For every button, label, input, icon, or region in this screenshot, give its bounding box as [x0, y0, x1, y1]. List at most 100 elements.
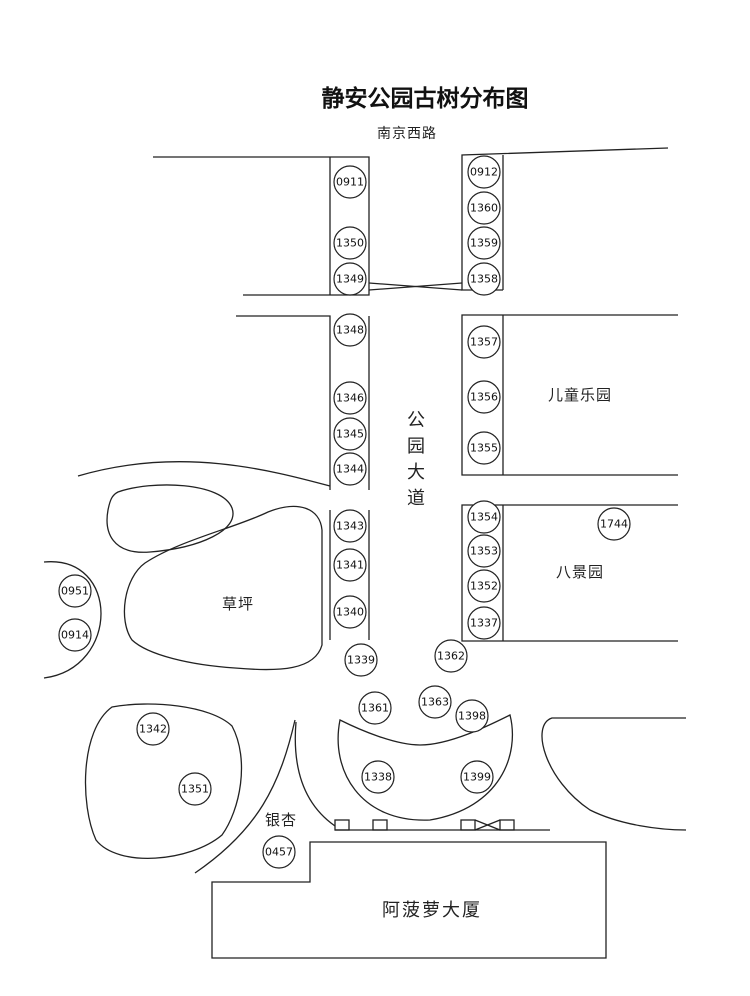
tree-1354[interactable]: 1354 — [467, 500, 501, 534]
gate-post-4 — [499, 819, 515, 831]
tree-1398[interactable]: 1398 — [455, 699, 489, 733]
gate-post-3 — [460, 819, 476, 831]
tree-1356-id: 1356 — [470, 391, 498, 404]
tree-1348[interactable]: 1348 — [333, 313, 367, 347]
tree-1344-id: 1344 — [336, 463, 364, 476]
eight-views-label: 八景园 — [556, 563, 604, 581]
tree-1353[interactable]: 1353 — [467, 534, 501, 568]
tree-1359[interactable]: 1359 — [467, 226, 501, 260]
tree-1339[interactable]: 1339 — [344, 643, 378, 677]
avenue-label-char-2: 园 — [407, 436, 425, 457]
tree-1398-id: 1398 — [458, 710, 486, 723]
path-southeast — [541, 717, 687, 831]
tree-1353-id: 1353 — [470, 545, 498, 558]
block-top-left — [153, 156, 370, 296]
tree-1349[interactable]: 1349 — [333, 262, 367, 296]
building-outline — [211, 841, 607, 959]
children-park-label: 儿童乐园 — [548, 386, 612, 404]
tree-1351[interactable]: 1351 — [178, 772, 212, 806]
tree-1350-id: 1350 — [336, 237, 364, 250]
ginkgo-label: 银杏 — [265, 811, 297, 829]
tree-1361-id: 1361 — [361, 702, 389, 715]
map-title: 静安公园古树分布图 — [322, 85, 529, 112]
tree-1357[interactable]: 1357 — [467, 325, 501, 359]
tree-1360-id: 1360 — [470, 202, 498, 215]
tree-1354-id: 1354 — [470, 511, 498, 524]
tree-1340-id: 1340 — [336, 606, 364, 619]
left-arc — [43, 561, 102, 679]
tree-1348-id: 1348 — [336, 324, 364, 337]
tree-1362-id: 1362 — [437, 650, 465, 663]
tree-1340[interactable]: 1340 — [333, 595, 367, 629]
tree-1345[interactable]: 1345 — [333, 417, 367, 451]
tree-1352-id: 1352 — [470, 580, 498, 593]
tree-1744[interactable]: 1744 — [597, 507, 631, 541]
tree-1338-id: 1338 — [364, 771, 392, 784]
street-label-north: 南京西路 — [377, 126, 437, 142]
tree-1338[interactable]: 1338 — [361, 760, 395, 794]
tree-1360[interactable]: 1360 — [467, 191, 501, 225]
tree-0914-id: 0914 — [61, 629, 89, 642]
tree-1339-id: 1339 — [347, 654, 375, 667]
tree-1362[interactable]: 1362 — [434, 639, 468, 673]
tree-1345-id: 1345 — [336, 428, 364, 441]
map-lines — [43, 147, 687, 959]
children-park-block — [461, 314, 678, 476]
tree-0912-id: 0912 — [470, 166, 498, 179]
tree-0951[interactable]: 0951 — [58, 574, 92, 608]
tree-0911-id: 0911 — [336, 176, 364, 189]
tree-1346[interactable]: 1346 — [333, 381, 367, 415]
tree-1359-id: 1359 — [470, 237, 498, 250]
tree-1356[interactable]: 1356 — [467, 380, 501, 414]
tree-1352[interactable]: 1352 — [467, 569, 501, 603]
tree-1337-id: 1337 — [470, 617, 498, 630]
tree-1341-id: 1341 — [336, 559, 364, 572]
tree-1342[interactable]: 1342 — [136, 712, 170, 746]
tree-0457-id: 0457 — [265, 846, 293, 859]
tree-1343[interactable]: 1343 — [333, 509, 367, 543]
tree-0911[interactable]: 0911 — [333, 165, 367, 199]
tree-1341[interactable]: 1341 — [333, 548, 367, 582]
tree-1357-id: 1357 — [470, 336, 498, 349]
avenue-label-char-3: 大 — [407, 462, 425, 483]
building-label: 阿菠萝大厦 — [382, 900, 482, 921]
tree-1399-id: 1399 — [463, 771, 491, 784]
gate-cross-b — [474, 819, 501, 831]
gate-post-1 — [334, 819, 350, 831]
tree-1358[interactable]: 1358 — [467, 262, 501, 296]
path-southwest-b — [294, 721, 336, 827]
gate-post-2 — [372, 819, 388, 831]
tree-1399[interactable]: 1399 — [460, 760, 494, 794]
tree-1351-id: 1351 — [181, 783, 209, 796]
tree-1349-id: 1349 — [336, 273, 364, 286]
tree-1337[interactable]: 1337 — [467, 606, 501, 640]
eight-views-block — [461, 504, 678, 642]
tree-1361[interactable]: 1361 — [358, 691, 392, 725]
southwest-pond — [84, 703, 243, 859]
tree-0914[interactable]: 0914 — [58, 618, 92, 652]
block-mid-left — [236, 315, 331, 490]
small-island — [106, 484, 234, 553]
tree-0912[interactable]: 0912 — [467, 155, 501, 189]
tree-1744-id: 1744 — [600, 518, 628, 531]
tree-1355-id: 1355 — [470, 442, 498, 455]
tree-1342-id: 1342 — [139, 723, 167, 736]
tree-0457[interactable]: 0457 — [262, 835, 296, 869]
lawn-label: 草坪 — [222, 595, 254, 613]
tree-1350[interactable]: 1350 — [333, 226, 367, 260]
tree-1346-id: 1346 — [336, 392, 364, 405]
avenue-label-char-1: 公 — [407, 410, 425, 431]
tree-1363[interactable]: 1363 — [418, 685, 452, 719]
tree-1343-id: 1343 — [336, 520, 364, 533]
tree-1355[interactable]: 1355 — [467, 431, 501, 465]
gate-line-b — [368, 282, 463, 291]
tree-1363-id: 1363 — [421, 696, 449, 709]
tree-1344[interactable]: 1344 — [333, 452, 367, 486]
tree-1358-id: 1358 — [470, 273, 498, 286]
avenue-label-char-4: 道 — [407, 488, 425, 509]
lawn-outline — [123, 505, 323, 671]
tree-0951-id: 0951 — [61, 585, 89, 598]
crescent-pond — [337, 714, 514, 821]
path-southwest-a — [194, 719, 296, 874]
